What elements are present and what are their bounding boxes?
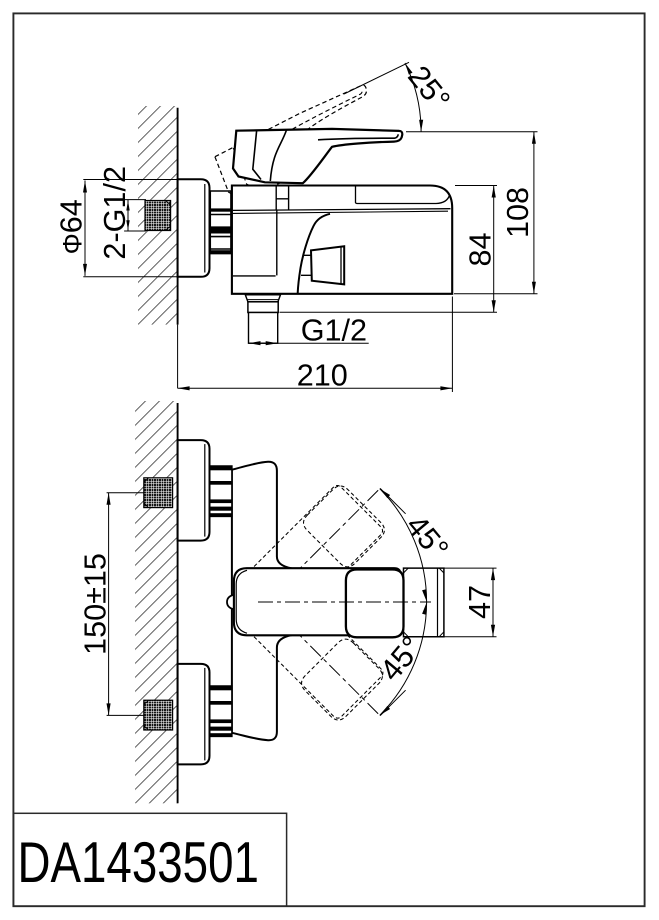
svg-text:2-G1/2: 2-G1/2	[98, 166, 132, 260]
svg-text:DA1433501: DA1433501	[18, 831, 259, 895]
svg-text:G1/2: G1/2	[301, 314, 367, 348]
svg-text:Φ64: Φ64	[55, 199, 89, 254]
svg-text:25°: 25°	[401, 60, 457, 117]
svg-text:47: 47	[463, 585, 497, 619]
svg-text:84: 84	[464, 232, 498, 266]
svg-text:45°: 45°	[399, 509, 455, 566]
svg-text:108: 108	[501, 187, 535, 238]
svg-text:150±15: 150±15	[78, 553, 112, 655]
svg-text:210: 210	[297, 358, 348, 392]
